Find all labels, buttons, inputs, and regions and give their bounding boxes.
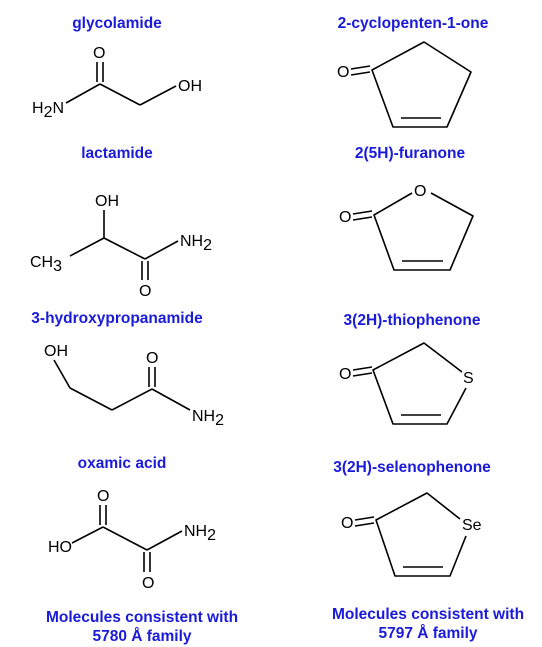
bond (144, 240, 179, 260)
atom-label-o: O (93, 45, 105, 62)
ring-bonds (373, 192, 474, 271)
bond (69, 387, 113, 411)
atom-label-ho: HO (48, 539, 72, 556)
bond-double-a (352, 366, 373, 371)
atom-label-o: O (142, 575, 154, 592)
bond-double-a (352, 210, 373, 215)
bond (103, 237, 146, 260)
bond (146, 530, 183, 551)
molecule-name-lactamide: lactamide (81, 145, 153, 162)
right-caption-line2: 5797 Å family (378, 625, 478, 642)
atom-label-nh2: NH2 (192, 408, 224, 429)
bond-double-b (350, 71, 371, 76)
structure-3-2h-thiophenone: O S (339, 342, 474, 425)
atom-label-nh2: NH2 (184, 523, 216, 544)
bond (69, 237, 105, 257)
bond-double-a (350, 65, 371, 70)
bond-double-b (354, 522, 375, 527)
atom-label-oh: OH (44, 343, 68, 360)
structure-2-5h-furanone: O O (339, 183, 474, 271)
right-caption-line1: Molecules consistent with (331, 606, 525, 623)
left-caption-line1: Molecules consistent with (45, 609, 239, 626)
right-family-caption: Molecules consistent with 5797 Å family (332, 605, 524, 643)
atom-label-se: Se (462, 517, 482, 534)
structure-oxamic-acid: HO O O NH2 (48, 488, 216, 592)
bond (151, 388, 191, 411)
atom-label-o: O (339, 209, 351, 226)
bond (65, 83, 101, 104)
atom-label-o: O (341, 515, 353, 532)
bond-double-a (354, 516, 375, 521)
bond (53, 359, 71, 389)
structure-3-2h-selenophenone: O Se (341, 492, 482, 577)
atom-label-oh: OH (178, 78, 202, 95)
bond (102, 526, 148, 551)
atom-label-o: O (339, 366, 351, 383)
ring-bonds (375, 492, 467, 577)
molecule-name-3-2h-selenophenone: 3(2H)-selenophenone (333, 459, 491, 476)
molecule-name-3-hydroxypropanamide: 3-hydroxypropanamide (31, 310, 203, 327)
left-family-caption: Molecules consistent with 5780 Å family (46, 608, 238, 646)
bond (139, 85, 177, 106)
left-caption-line2: 5780 Å family (92, 628, 192, 645)
ring-bonds (372, 342, 467, 425)
atom-label-h2n: H2N (32, 100, 64, 121)
atom-label-nh2: NH2 (180, 233, 212, 254)
molecule-name-2-cyclopenten-1-one: 2-cyclopenten-1-one (337, 15, 489, 32)
atom-label-oh: OH (95, 193, 119, 210)
bond (71, 526, 104, 544)
molecule-name-3-2h-thiophenone: 3(2H)-thiophenone (343, 312, 481, 329)
atom-label-o: O (139, 283, 151, 300)
molecule-name-oxamic-acid: oxamic acid (77, 455, 167, 472)
bond (99, 83, 141, 106)
atom-label-o: O (146, 350, 158, 367)
structure-lactamide: OH CH3 NH2 O (30, 193, 212, 300)
atom-label-o: O (337, 64, 349, 81)
bond-double-b (352, 216, 373, 221)
atom-label-ch3: CH3 (30, 254, 62, 275)
ring-bonds (371, 41, 472, 128)
molecule-name-2-5h-furanone: 2(5H)-furanone (354, 145, 466, 162)
structure-glycolamide: H2N O OH (32, 45, 202, 121)
atom-label-o: O (97, 488, 109, 505)
atom-label-s: S (463, 370, 474, 387)
structure-3-hydroxypropanamide: OH O NH2 (44, 343, 224, 429)
bond (111, 388, 153, 411)
structure-2-cyclopenten-1-one: O (337, 41, 472, 128)
molecule-name-glycolamide: glycolamide (72, 15, 162, 32)
bond-double-b (352, 372, 373, 377)
atom-label-ring-o: O (414, 183, 426, 200)
